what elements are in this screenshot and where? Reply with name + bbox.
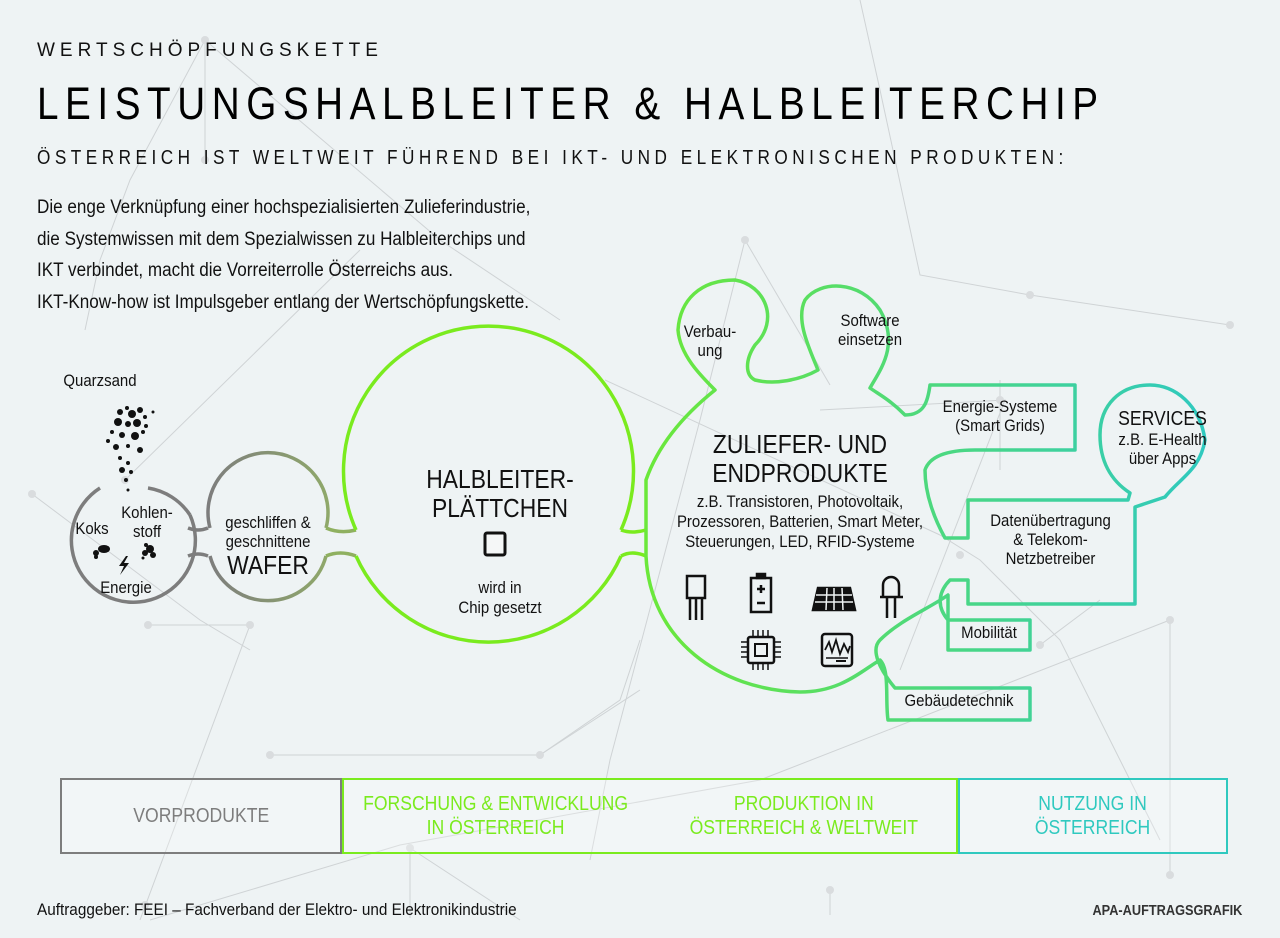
quartz-sand-icon [106, 406, 155, 492]
services-label: SERVICES z.B. E-Health über Apps [1112, 408, 1213, 468]
koks-label: Koks [75, 519, 109, 538]
daten-line: & Telekom- [1013, 530, 1088, 550]
kohlenstoff-line: stoff [132, 522, 161, 542]
chip-desc-line: Chip gesetzt [458, 598, 542, 618]
intro-text: Die enge Verknüpfung einer hochspezialis… [37, 192, 595, 318]
source-credit: APA-AUFTRAGSGRAFIK [1092, 902, 1242, 919]
chip-circle [341, 324, 636, 644]
led-icon [880, 575, 903, 618]
phase-label-line: VORPRODUKTE [133, 805, 269, 827]
daten-line: Netzbetreiber [1005, 549, 1096, 569]
smart-meter-icon [820, 632, 854, 668]
energie-systeme-line: (Smart Grids) [955, 416, 1045, 436]
verbauung-label: Verbau- ung [675, 322, 745, 360]
products-title-line: ZULIEFER- UND [712, 429, 888, 459]
chip-description: wird in Chip gesetzt [421, 578, 579, 619]
energie-systeme-line: Energie-Systeme [942, 397, 1058, 416]
products-example-line: z.B. Transistoren, Photovoltaik, [696, 492, 904, 511]
software-line: Software [840, 311, 900, 330]
services-title: SERVICES [1118, 408, 1207, 430]
mobilitaet-label: Mobilität [961, 623, 1017, 642]
products-examples: z.B. Transistoren, Photovoltaik, Prozess… [650, 492, 949, 552]
kohlenstoff-label: Kohlen- stoff [116, 503, 178, 541]
products-title: ZULIEFER- UND ENDPRODUKTE [677, 429, 923, 489]
phase-label-line: ÖSTERREICH [1035, 817, 1151, 839]
verbauung-line: Verbau- [683, 322, 737, 341]
gebaeudetechnik-label: Gebäudetechnik [904, 691, 1014, 710]
phase-green-frame [342, 778, 958, 854]
phase-forschung: FORSCHUNG & ENTWICKLUNG IN ÖSTERREICH [342, 778, 650, 854]
software-line: einsetzen [837, 330, 903, 350]
phase-label: NUTZUNG IN ÖSTERREICH [1035, 792, 1150, 840]
phase-produktion: PRODUKTION IN ÖSTERREICH & WELTWEIT [650, 778, 958, 854]
energie-systeme-label: Energie-Systeme (Smart Grids) [934, 397, 1066, 435]
phase-label-line: NUTZUNG IN [1038, 793, 1148, 815]
products-blob [644, 278, 1207, 722]
datenuebertragung-label: Datenübertragung & Telekom- Netzbetreibe… [978, 511, 1123, 568]
software-label: Software einsetzen [817, 311, 923, 349]
chip-square-icon [483, 531, 507, 557]
phase-vorprodukte: VORPRODUKTE [60, 778, 342, 854]
phase-label-line: IN ÖSTERREICH [427, 817, 565, 839]
kicker: WERTSCHÖPFUNGSKETTE [37, 40, 383, 61]
wafer-label: geschliffen & geschnittene WAFER [215, 513, 321, 580]
client-credit: Auftraggeber: FEEI – Fachverband der Ele… [37, 900, 517, 919]
processor-icon [741, 630, 781, 670]
phase-label-line: PRODUKTION IN [734, 793, 874, 815]
subtitle: ÖSTERREICH IST WELTWEIT FÜHREND BEI IKT-… [37, 147, 1068, 169]
wafer-line: geschnittene [225, 532, 311, 552]
quarzsand-label: Quarzsand [63, 371, 137, 390]
kohlenstoff-line: Kohlen- [121, 503, 173, 522]
chip-title: HALBLEITER- PLÄTTCHEN [394, 464, 605, 524]
chip-title-line: PLÄTTCHEN [431, 493, 569, 524]
wafer-circle [206, 450, 330, 603]
products-example-line: Prozessoren, Batterien, Smart Meter, [676, 512, 924, 532]
wafer-line: geschliffen & [225, 513, 311, 532]
products-title-line: ENDPRODUKTE [712, 458, 888, 489]
coke-icon [93, 545, 110, 559]
wafer-title: WAFER [227, 550, 309, 581]
products-example-line: Steuerungen, LED, RFID-Systeme [685, 532, 915, 552]
daten-line: Datenübertragung [990, 511, 1111, 530]
solar-panel-icon [811, 586, 857, 612]
phase-nutzung: NUTZUNG IN ÖSTERREICH [958, 778, 1228, 854]
transistor-icon [685, 574, 707, 620]
page-title: LEISTUNGSHALBLEITER & HALBLEITERCHIP [37, 78, 1105, 129]
carbon-icon [141, 543, 156, 560]
services-line: z.B. E-Health [1118, 430, 1207, 450]
battery-icon [749, 572, 773, 614]
phase-label: VORPRODUKTE [133, 804, 269, 828]
intro-line: IKT-Know-how ist Impulsgeber entlang der… [37, 291, 530, 313]
chip-title-line: HALBLEITER- [426, 464, 574, 494]
lightning-icon [119, 556, 129, 575]
phase-label: FORSCHUNG & ENTWICKLUNG IN ÖSTERREICH [364, 792, 629, 840]
energie-label: Energie [100, 578, 152, 597]
raw-materials-circle [69, 486, 198, 604]
chip-desc-line: wird in [478, 578, 522, 597]
intro-line: die Systemwissen mit dem Spezialwissen z… [37, 228, 526, 250]
intro-line: Die enge Verknüpfung einer hochspezialis… [37, 197, 531, 218]
services-line: über Apps [1128, 449, 1197, 469]
phase-label-line: FORSCHUNG & ENTWICKLUNG [363, 793, 629, 815]
phase-label: PRODUKTION IN ÖSTERREICH & WELTWEIT [690, 792, 918, 840]
phase-label-line: ÖSTERREICH & WELTWEIT [689, 817, 919, 839]
intro-line: IKT verbindet, macht die Vorreiterrolle … [37, 260, 453, 281]
verbauung-line: ung [697, 341, 723, 361]
